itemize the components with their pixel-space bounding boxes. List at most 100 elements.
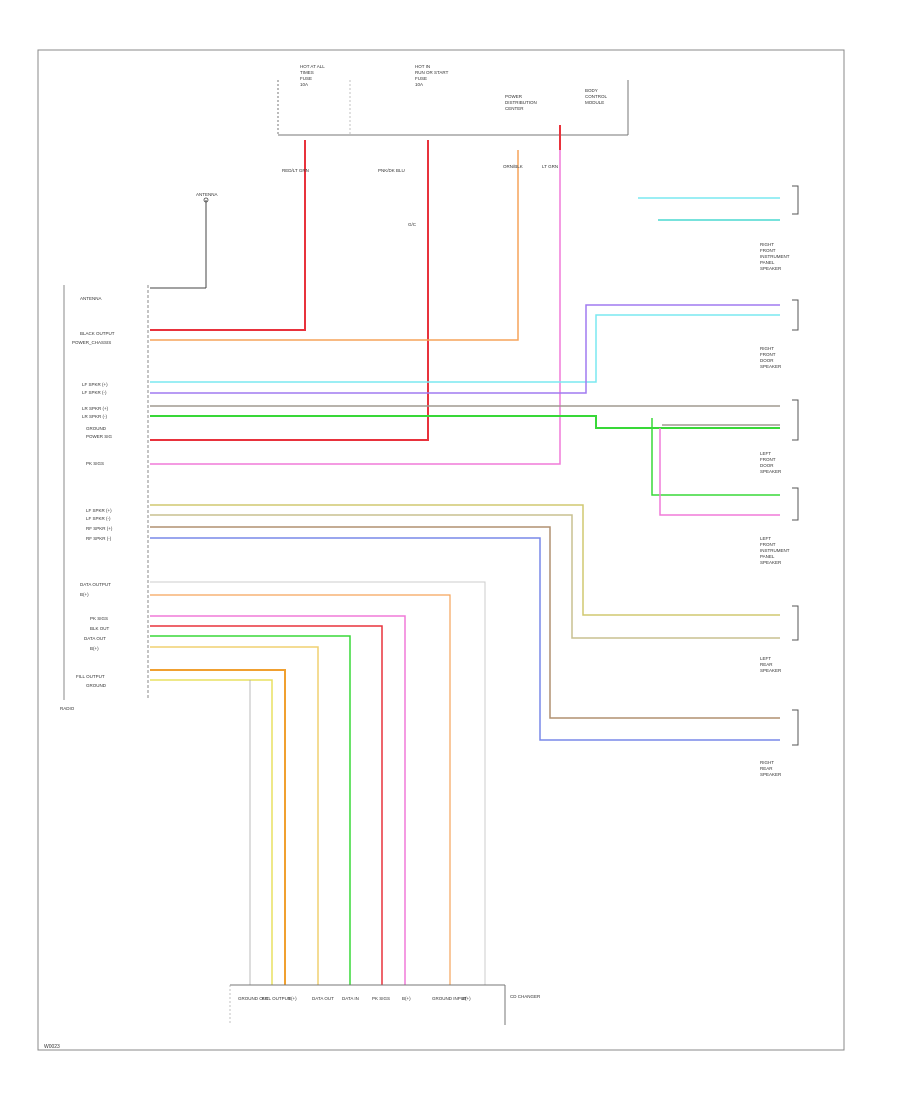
svg-text:GROUND: GROUND xyxy=(86,683,107,688)
svg-text:DISTRIBUTION: DISTRIBUTION xyxy=(505,100,537,105)
antenna-symbol: ANTENNA xyxy=(150,192,218,289)
svg-text:LT GRN: LT GRN xyxy=(542,164,558,169)
svg-text:SPEAKER: SPEAKER xyxy=(760,469,782,474)
hot-start-fuse: HOT IN RUN OR START FUSE 10A xyxy=(415,64,449,87)
cd-changer-label: CD CHANGER xyxy=(510,994,541,999)
svg-text:LR SPKR (-): LR SPKR (-) xyxy=(82,414,108,419)
svg-text:BODY: BODY xyxy=(585,88,598,93)
svg-text:LF SPKR (+): LF SPKR (+) xyxy=(82,382,108,387)
svg-text:B(+): B(+) xyxy=(462,996,471,1001)
svg-text:FRONT: FRONT xyxy=(760,248,776,253)
svg-text:10A: 10A xyxy=(300,82,308,87)
svg-text:SPEAKER: SPEAKER xyxy=(760,266,782,271)
svg-text:POWER SIG: POWER SIG xyxy=(86,434,113,439)
svg-text:GROUND OUT: GROUND OUT xyxy=(238,996,269,1001)
svg-text:CENTER: CENTER xyxy=(505,106,524,111)
svg-text:GROUND INPUT: GROUND INPUT xyxy=(432,996,467,1001)
svg-text:LF SPKR (-): LF SPKR (-) xyxy=(82,390,107,395)
svg-text:B(+): B(+) xyxy=(90,646,99,651)
svg-text:REAR: REAR xyxy=(760,766,773,771)
svg-text:LR SPKR (+): LR SPKR (+) xyxy=(82,406,109,411)
svg-text:PANEL: PANEL xyxy=(760,260,775,265)
svg-text:DOOR: DOOR xyxy=(760,358,774,363)
svg-text:G/C: G/C xyxy=(408,222,417,227)
hot-run-fuse: HOT AT ALL TIMES FUSE 10A xyxy=(300,64,325,87)
svg-text:RUN OR START: RUN OR START xyxy=(415,70,449,75)
svg-text:POWER_CHASSIS: POWER_CHASSIS xyxy=(72,340,111,345)
radio-module: RADIO ANTENNA BLACK OUTPUT POWER_CHASSIS… xyxy=(60,285,149,711)
svg-text:HOT IN: HOT IN xyxy=(415,64,430,69)
svg-text:FRONT: FRONT xyxy=(760,457,776,462)
lf-instrument-speaker-label: LEFT FRONT INSTRUMENT PANEL SPEAKER xyxy=(760,536,790,565)
svg-text:TIMES: TIMES xyxy=(300,70,314,75)
svg-text:PK SIGS: PK SIGS xyxy=(86,461,104,466)
radio-pin-labels: ANTENNA BLACK OUTPUT POWER_CHASSIS LF SP… xyxy=(72,296,115,688)
svg-text:ANTENNA: ANTENNA xyxy=(80,296,102,301)
top-feed-wires: RED/LT GRN PNK/DK BLU ORN/BLK LT GRN G/C xyxy=(150,125,561,465)
svg-text:10A: 10A xyxy=(415,82,423,87)
svg-text:CONTROL: CONTROL xyxy=(585,94,607,99)
svg-text:INSTRUMENT: INSTRUMENT xyxy=(760,254,790,259)
svg-text:PK SIGS: PK SIGS xyxy=(372,996,390,1001)
svg-text:DOOR: DOOR xyxy=(760,463,774,468)
speaker-symbols xyxy=(792,185,799,746)
svg-text:INSTRUMENT: INSTRUMENT xyxy=(760,548,790,553)
body-control-module-label: BODY CONTROL MODULE xyxy=(585,88,607,105)
lf-door-speaker-label: LEFT FRONT DOOR SPEAKER xyxy=(760,451,782,474)
svg-text:FRONT: FRONT xyxy=(760,352,776,357)
svg-text:DATA IN: DATA IN xyxy=(342,996,359,1001)
svg-text:PNK/DK BLU: PNK/DK BLU xyxy=(378,168,405,173)
rf-door-speaker-label: RIGHT FRONT DOOR SPEAKER xyxy=(760,346,782,369)
svg-text:FUSE: FUSE xyxy=(300,76,312,81)
svg-text:LEFT: LEFT xyxy=(760,656,771,661)
speaker-wires xyxy=(150,197,780,741)
svg-text:LF SPKR (+): LF SPKR (+) xyxy=(86,508,112,513)
svg-text:RIGHT: RIGHT xyxy=(760,242,774,247)
svg-text:DATA OUTPUT: DATA OUTPUT xyxy=(80,582,111,587)
cd-changer-pins: GROUND OUT FILL OUTPUT B(+) DATA OUT DAT… xyxy=(238,996,471,1001)
diagram-frame xyxy=(37,49,845,1051)
svg-text:DATA OUT: DATA OUT xyxy=(84,636,106,641)
svg-text:RIGHT: RIGHT xyxy=(760,346,774,351)
rf-instrument-speaker-label: RIGHT FRONT INSTRUMENT PANEL SPEAKER xyxy=(760,242,790,271)
svg-text:MODULE: MODULE xyxy=(585,100,604,105)
svg-text:SPEAKER: SPEAKER xyxy=(760,668,782,673)
svg-text:RF SPKR (+): RF SPKR (+) xyxy=(86,526,113,531)
svg-text:BLK OUT: BLK OUT xyxy=(90,626,110,631)
svg-text:ANTENNA: ANTENNA xyxy=(196,192,218,197)
svg-text:ORN/BLK: ORN/BLK xyxy=(503,164,523,169)
svg-text:POWER: POWER xyxy=(505,94,523,99)
svg-text:B(+): B(+) xyxy=(288,996,297,1001)
svg-text:GROUND: GROUND xyxy=(86,426,107,431)
radio-label: RADIO xyxy=(60,706,75,711)
svg-text:FUSE: FUSE xyxy=(415,76,427,81)
svg-text:PK SIGS: PK SIGS xyxy=(90,616,108,621)
svg-text:FILL OUTPUT: FILL OUTPUT xyxy=(262,996,291,1001)
figure-id: W0023 xyxy=(44,1044,60,1050)
svg-text:FILL OUTPUT: FILL OUTPUT xyxy=(76,674,105,679)
svg-text:LEFT: LEFT xyxy=(760,536,771,541)
svg-text:SPEAKER: SPEAKER xyxy=(760,772,782,777)
speaker-labels: RIGHT FRONT INSTRUMENT PANEL SPEAKER RIG… xyxy=(760,242,790,777)
svg-text:RIGHT: RIGHT xyxy=(760,760,774,765)
power-distribution-label: POWER DISTRIBUTION CENTER xyxy=(505,94,537,111)
svg-text:RF SPKR (-): RF SPKR (-) xyxy=(86,536,112,541)
rr-speaker-label: RIGHT REAR SPEAKER xyxy=(760,760,782,777)
svg-text:BLACK OUTPUT: BLACK OUTPUT xyxy=(80,331,115,336)
svg-text:FRONT: FRONT xyxy=(760,542,776,547)
svg-text:PANEL: PANEL xyxy=(760,554,775,559)
cd-changer-module: CD CHANGER GROUND OUT FILL OUTPUT B(+) D… xyxy=(229,984,541,1025)
svg-text:LF SPKR (-): LF SPKR (-) xyxy=(86,516,111,521)
svg-text:DATA OUT: DATA OUT xyxy=(312,996,334,1001)
svg-text:B(+): B(+) xyxy=(80,592,89,597)
cd-changer-wires xyxy=(150,581,486,985)
lr-speaker-label: LEFT REAR SPEAKER xyxy=(760,656,782,673)
svg-text:SPEAKER: SPEAKER xyxy=(760,560,782,565)
svg-text:SPEAKER: SPEAKER xyxy=(760,364,782,369)
svg-text:LEFT: LEFT xyxy=(760,451,771,456)
power-distribution-center: HOT AT ALL TIMES FUSE 10A HOT IN RUN OR … xyxy=(277,64,629,136)
svg-text:RED/LT GRN: RED/LT GRN xyxy=(282,168,309,173)
svg-text:HOT AT ALL: HOT AT ALL xyxy=(300,64,325,69)
svg-text:B(+): B(+) xyxy=(402,996,411,1001)
